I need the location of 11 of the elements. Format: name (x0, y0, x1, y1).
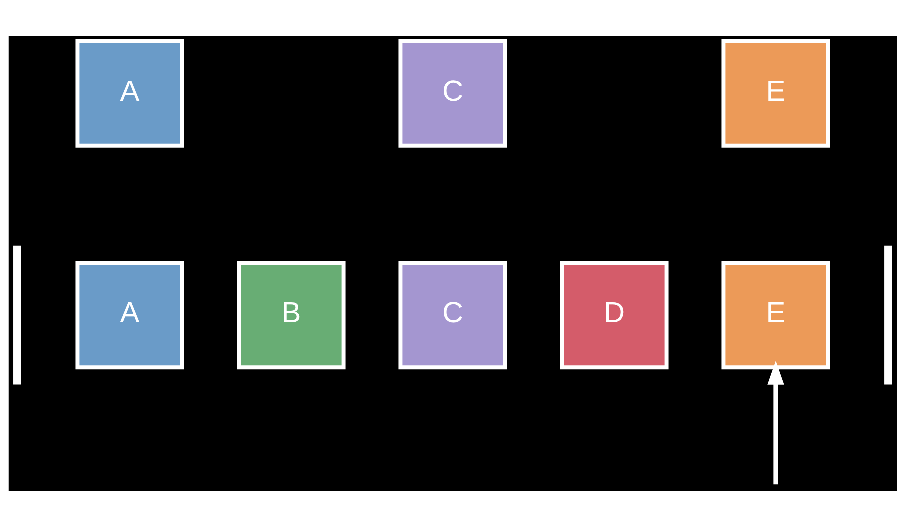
node-bar (884, 245, 892, 384)
node-box: C (398, 38, 508, 148)
node-box: A (76, 38, 184, 148)
node-bar (14, 245, 22, 384)
node-box: C (398, 260, 508, 370)
arrow (768, 360, 784, 484)
node-box: E (722, 38, 830, 148)
node-box: E (722, 260, 830, 370)
node-box: D (560, 260, 669, 370)
node-box: B (237, 260, 346, 370)
node-box: A (76, 260, 184, 370)
